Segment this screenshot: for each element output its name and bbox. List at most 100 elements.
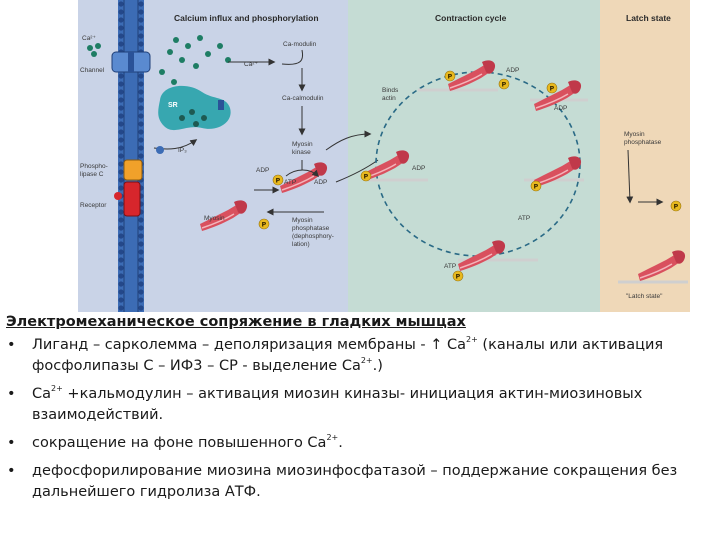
phosphate-label: P	[456, 273, 461, 281]
membrane-bead	[118, 217, 124, 223]
mlck-label-2: kinase	[292, 149, 311, 156]
mp-label-1: Myosin	[292, 217, 313, 224]
list-item: • Са2+ +кальмодулин – активация миозин к…	[7, 384, 643, 423]
membrane-bead	[138, 241, 144, 247]
membrane-bead	[118, 233, 124, 239]
channel-label: Channel	[80, 67, 105, 74]
membrane-bead	[138, 217, 144, 223]
calcium-panel-title: Calcium influx and phosphorylation	[174, 13, 319, 23]
ip3-label: IP₃	[178, 147, 187, 154]
membrane-bead	[118, 305, 124, 311]
receptor-label: Receptor	[80, 202, 107, 209]
mp-label-2: phosphatase	[292, 225, 330, 232]
phospholipase-label-2: lipase C	[80, 171, 104, 178]
receptor	[123, 181, 141, 217]
membrane-bead	[138, 17, 144, 23]
ligand	[114, 192, 122, 200]
list-item: • Лиганд – сарколемма – деполяризация ме…	[7, 335, 664, 374]
phospholipase-c	[123, 159, 143, 181]
membrane-bead	[138, 1, 144, 7]
list-item: • сокращение на фоне повышенного Са2+.	[6, 433, 706, 454]
latch-mp-label-1: Myosin	[624, 131, 645, 138]
binds-label-2: actin	[382, 95, 396, 102]
membrane-bead	[138, 249, 144, 255]
phosphate-label-1: P	[276, 177, 281, 185]
membrane-bead	[118, 145, 124, 151]
membrane-bead	[138, 137, 144, 143]
phosphate-label-3: P	[674, 203, 679, 211]
ca-int-label: Ca²⁺	[244, 61, 258, 68]
atp-right-label: ATP	[518, 215, 530, 222]
membrane-bead	[118, 297, 124, 303]
bullet: •	[7, 463, 16, 479]
membrane-bead	[118, 289, 124, 295]
membrane-bead	[138, 281, 144, 287]
membrane-bead	[118, 281, 124, 287]
phosphate-label: P	[550, 85, 555, 93]
membrane-bead	[118, 201, 124, 207]
adp-left-label: ADP	[412, 165, 425, 172]
membrane-bead	[138, 33, 144, 39]
phosphate-label-2: P	[262, 221, 267, 229]
membrane-bead	[118, 113, 124, 119]
membrane-bead	[138, 89, 144, 95]
membrane-bead	[138, 97, 144, 103]
calcium-ions	[159, 35, 231, 85]
bullet-list: • Лиганд – сарколемма – деполяризация ме…	[6, 335, 706, 503]
latch-panel-title: Latch state	[626, 13, 671, 23]
membrane-bead	[118, 97, 124, 103]
smooth-muscle-diagram: Ca²⁺ Channel Phospho- lipase C Receptor …	[78, 0, 690, 312]
bullet: •	[7, 435, 16, 451]
membrane-bead	[138, 257, 144, 263]
membrane-bead	[138, 233, 144, 239]
membrane-bead	[138, 129, 144, 135]
ca-ext-label: Ca²⁺	[82, 35, 96, 42]
membrane-bead	[118, 33, 124, 39]
membrane-bead	[138, 289, 144, 295]
membrane-bead	[118, 121, 124, 127]
latch-mp-label-2: phosphatase	[624, 139, 662, 146]
membrane-bead	[118, 81, 124, 87]
membrane-bead	[118, 225, 124, 231]
membrane-bead	[118, 41, 124, 47]
membrane-bead	[138, 305, 144, 311]
membrane-bead	[118, 1, 124, 7]
membrane-bead	[118, 129, 124, 135]
membrane-bead	[118, 73, 124, 79]
adp-top-label: ADP	[506, 67, 519, 74]
membrane-bead	[118, 241, 124, 247]
latch-caption: "Latch state"	[626, 293, 663, 300]
membrane-bead	[118, 17, 124, 23]
binds-label-1: Binds	[382, 87, 399, 94]
membrane-bead	[138, 121, 144, 127]
membrane-bead	[118, 209, 124, 215]
membrane-bead	[118, 249, 124, 255]
membrane-bead	[138, 105, 144, 111]
membrane-bead	[138, 297, 144, 303]
membrane-bead	[138, 225, 144, 231]
membrane-bead	[118, 9, 124, 15]
phosphate-label: P	[364, 173, 369, 181]
calmodulin-label: Ca-modulin	[283, 41, 317, 48]
mp-label-3: (dephosphory-	[292, 233, 334, 240]
membrane-bead	[118, 89, 124, 95]
membrane-bead	[118, 177, 124, 183]
myosin-label: Myosin	[204, 215, 225, 222]
list-item: • дефосфорилирование миозина миозинфосфа…	[7, 463, 678, 500]
membrane-bead	[138, 113, 144, 119]
calcium-channel	[111, 51, 151, 73]
latch-panel-bg	[600, 0, 690, 312]
membrane-bead	[138, 25, 144, 31]
membrane-bead	[138, 41, 144, 47]
membrane-bead	[118, 25, 124, 31]
membrane-bead	[118, 273, 124, 279]
heading: Электромеханическое сопряжение в гладких…	[6, 314, 466, 330]
mp-label-4: lation)	[292, 241, 310, 248]
membrane-bead	[118, 161, 124, 167]
membrane-bead	[118, 257, 124, 263]
adp-right-label: ADP	[554, 105, 567, 112]
contraction-cycle	[361, 59, 588, 272]
membrane-bead	[118, 169, 124, 175]
membrane-bead	[138, 265, 144, 271]
phosphate-label: P	[534, 183, 539, 191]
